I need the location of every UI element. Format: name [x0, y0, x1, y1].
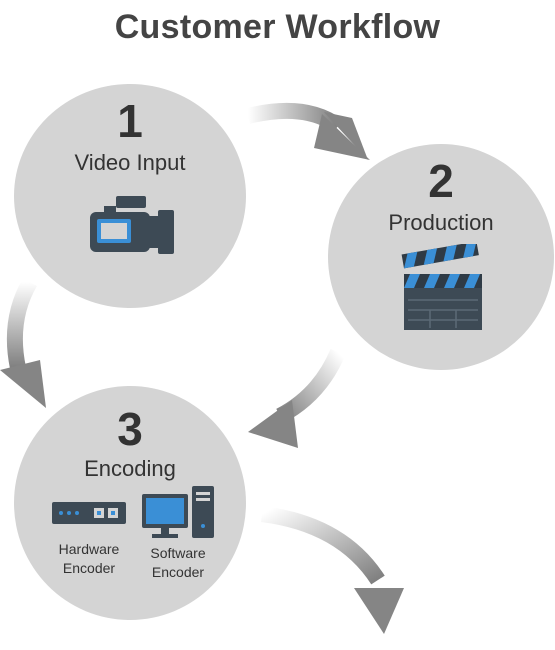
- step-1-label: Video Input: [74, 150, 186, 175]
- software-encoder-label: Software Encoder: [136, 544, 220, 582]
- arrow-1-to-3: [0, 277, 46, 408]
- step-3-label: Encoding: [84, 456, 176, 481]
- diagram-title: Customer Workflow: [114, 8, 441, 46]
- step-2-label: Production: [388, 210, 494, 235]
- desktop-computer-icon: [142, 486, 214, 538]
- arrow-1-to-2: [246, 102, 370, 160]
- hardware-encoder-line1: Hardware: [58, 541, 120, 557]
- video-camera-icon: [90, 196, 174, 254]
- arrow-3-to-output: [260, 506, 404, 634]
- hardware-encoder-icon: [52, 502, 126, 524]
- hardware-encoder-label: Hardware Encoder: [44, 540, 134, 578]
- software-encoder-line1: Software: [150, 545, 206, 561]
- step-2-circle: 2 Production: [328, 144, 554, 370]
- software-encoder-line2: Encoder: [151, 564, 205, 580]
- arrow-2-to-3: [248, 348, 346, 448]
- step-2-number: 2: [428, 155, 454, 207]
- step-1-number: 1: [117, 95, 143, 147]
- clapperboard-icon: [401, 244, 482, 330]
- hardware-encoder-line2: Encoder: [62, 560, 116, 576]
- step-3-circle: 3 Encoding Hardware Encoder Software Enc…: [14, 386, 246, 620]
- step-1-circle: 1 Video Input: [14, 84, 246, 308]
- step-3-number: 3: [117, 403, 143, 455]
